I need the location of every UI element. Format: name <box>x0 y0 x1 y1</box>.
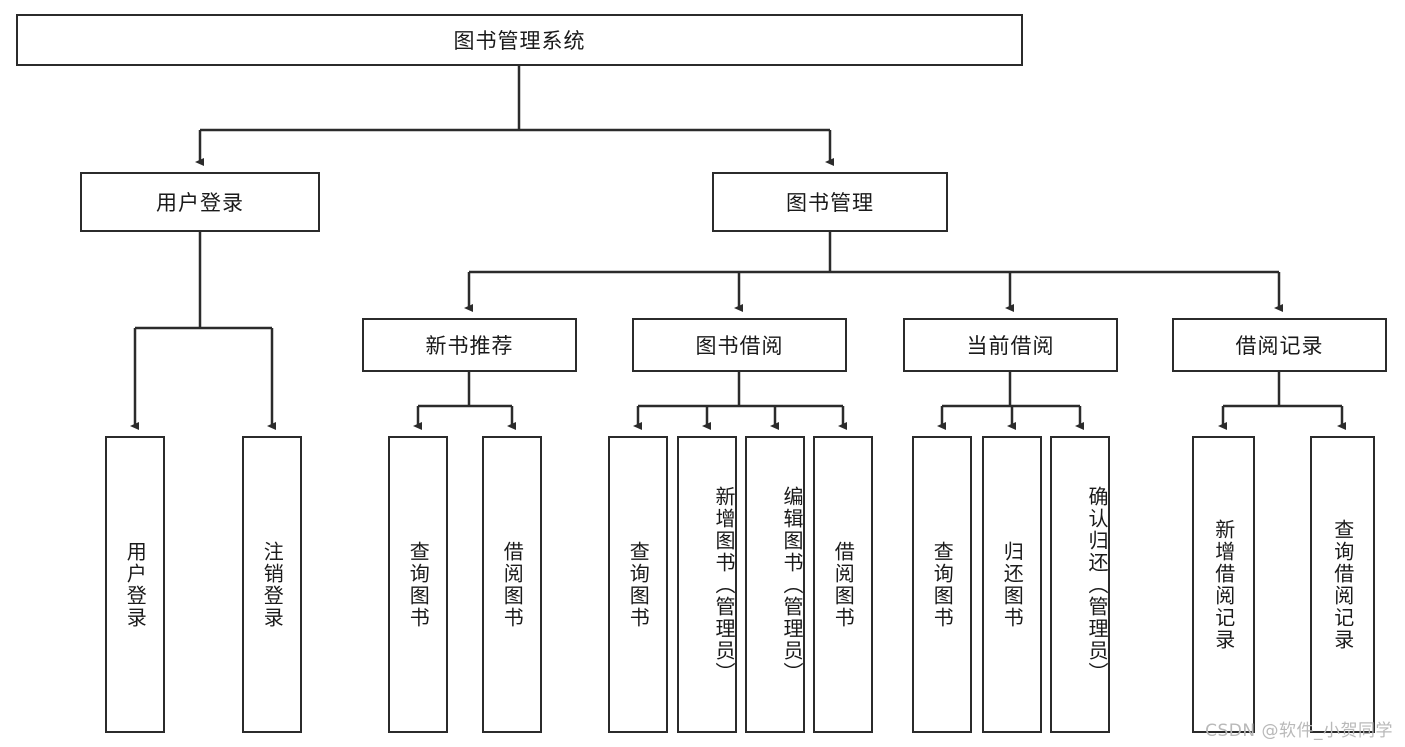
node-book-management[interactable]: 图书管理 <box>712 172 948 232</box>
node-leaf-user-login[interactable]: 用户登录 <box>105 436 165 733</box>
node-borrow-record[interactable]: 借阅记录 <box>1172 318 1387 372</box>
node-leaf-query-books-current[interactable]: 查询图书 <box>912 436 972 733</box>
node-leaf-query-borrow-record[interactable]: 查询借阅记录 <box>1310 436 1375 733</box>
node-leaf-add-book-admin[interactable]: 新增图书（管理员） <box>677 436 737 733</box>
node-leaf-borrow-books[interactable]: 借阅图书 <box>813 436 873 733</box>
node-leaf-user-login-label: 用户登录 <box>123 540 148 629</box>
node-new-book-recommend[interactable]: 新书推荐 <box>362 318 577 372</box>
node-current-borrow-label: 当前借阅 <box>966 334 1055 358</box>
node-leaf-confirm-return-admin-label: 确认归还（管理员） <box>1085 485 1109 684</box>
node-leaf-edit-book-admin[interactable]: 编辑图书（管理员） <box>745 436 805 733</box>
node-borrow-record-label: 借阅记录 <box>1235 334 1324 358</box>
node-leaf-query-books-recommend-label: 查询图书 <box>406 540 431 629</box>
node-leaf-logout-login-label: 注销登录 <box>260 540 285 629</box>
node-new-book-recommend-label: 新书推荐 <box>425 334 514 358</box>
watermark-text: CSDN @软件_小贺同学 <box>1205 721 1393 741</box>
node-leaf-query-books-borrow-label: 查询图书 <box>626 540 651 629</box>
node-user-login[interactable]: 用户登录 <box>80 172 320 232</box>
node-book-borrow[interactable]: 图书借阅 <box>632 318 847 372</box>
node-book-management-label: 图书管理 <box>786 191 874 215</box>
node-leaf-borrow-books-label: 借阅图书 <box>831 540 856 629</box>
node-leaf-return-books[interactable]: 归还图书 <box>982 436 1042 733</box>
node-leaf-edit-book-admin-label: 编辑图书（管理员） <box>780 485 804 684</box>
node-root[interactable]: 图书管理系统 <box>16 14 1023 66</box>
node-leaf-query-books-current-label: 查询图书 <box>930 540 955 629</box>
node-leaf-query-books-recommend[interactable]: 查询图书 <box>388 436 448 733</box>
node-leaf-add-borrow-record-label: 新增借阅记录 <box>1211 518 1236 651</box>
node-current-borrow[interactable]: 当前借阅 <box>903 318 1118 372</box>
node-leaf-borrow-books-recommend[interactable]: 借阅图书 <box>482 436 542 733</box>
node-leaf-add-book-admin-label: 新增图书（管理员） <box>712 485 736 684</box>
node-leaf-return-books-label: 归还图书 <box>1000 540 1025 629</box>
node-root-label: 图书管理系统 <box>453 29 586 53</box>
node-book-borrow-label: 图书借阅 <box>695 334 784 358</box>
node-user-login-label: 用户登录 <box>156 191 244 215</box>
node-leaf-logout-login[interactable]: 注销登录 <box>242 436 302 733</box>
node-leaf-confirm-return-admin[interactable]: 确认归还（管理员） <box>1050 436 1110 733</box>
node-leaf-query-books-borrow[interactable]: 查询图书 <box>608 436 668 733</box>
node-leaf-query-borrow-record-label: 查询借阅记录 <box>1330 518 1355 651</box>
node-leaf-add-borrow-record[interactable]: 新增借阅记录 <box>1192 436 1255 733</box>
node-leaf-borrow-books-recommend-label: 借阅图书 <box>500 540 525 629</box>
